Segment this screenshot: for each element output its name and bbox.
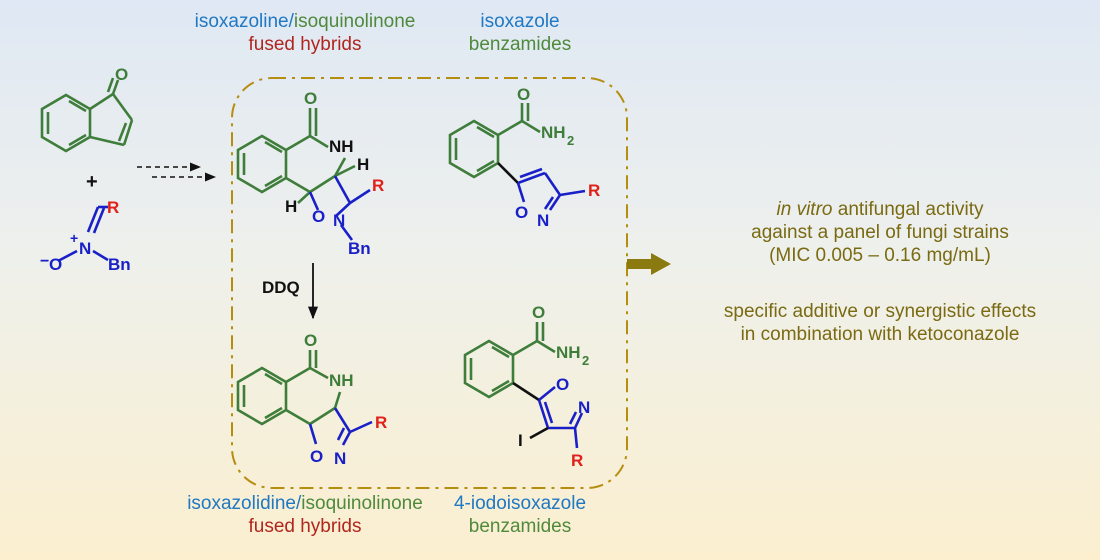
- summary-synergy: specific additive or synergistic effects…: [723, 301, 1037, 345]
- atom-r-b: R: [588, 181, 600, 200]
- nitrone-structure: [57, 205, 109, 263]
- atom-o-ring-d: O: [556, 375, 569, 394]
- atom-nplus-nitrone: +: [70, 230, 78, 246]
- atom-o-ring-b: O: [515, 203, 528, 222]
- label-bottom-left: isoxazolidine/isoquinolinone fused hybri…: [187, 493, 423, 537]
- atom-o-carbonyl-d: O: [532, 303, 545, 322]
- atom-nh-a: NH: [329, 137, 354, 156]
- compound-frame: [231, 77, 628, 489]
- atom-nh2-sub-b: 2: [567, 133, 574, 148]
- atom-i-d: I: [518, 431, 523, 450]
- atom-bn-a: Bn: [348, 239, 371, 258]
- atom-nh2-b: NH: [541, 123, 566, 142]
- atom-o-carbonyl-b: O: [517, 85, 530, 104]
- atom-nh-c: NH: [329, 371, 354, 390]
- atom-nh2-sub-d: 2: [582, 353, 589, 368]
- label-bottom-right: 4-iodoisoxazole benzamides: [453, 493, 587, 537]
- atom-o-indenone: O: [115, 65, 128, 84]
- atom-h-a2: H: [285, 197, 297, 216]
- atom-o-ring-a: O: [312, 207, 325, 226]
- atom-r-a: R: [372, 176, 384, 195]
- atom-bn-nitrone: Bn: [108, 255, 131, 274]
- reagent-ddq: DDQ: [262, 278, 300, 297]
- atom-o-carbonyl-c: O: [304, 331, 317, 350]
- atom-r-d: R: [571, 451, 583, 470]
- atom-o-carbonyl-a: O: [304, 89, 317, 108]
- atom-n-ring-c: N: [334, 449, 346, 468]
- isoxazoline-hybrid-structure: [236, 350, 373, 446]
- isoxazolidine-hybrid-structure: [236, 108, 371, 241]
- atom-n-ring-b: N: [537, 211, 549, 230]
- atom-r-c: R: [375, 413, 387, 432]
- atom-nh2-d: NH: [556, 343, 581, 362]
- result-arrow: [627, 253, 671, 275]
- label-top-left: isoxazoline/isoquinolinone fused hybrids: [194, 11, 416, 55]
- atom-n-ring-a: N: [333, 211, 345, 230]
- atom-r-nitrone: R: [107, 198, 119, 217]
- atom-o-ring-c: O: [310, 447, 323, 466]
- atom-o-nitrone: O: [49, 255, 62, 274]
- iodoisoxazole-benzamide-structure: [463, 322, 584, 449]
- atom-ominus-nitrone: −: [40, 253, 49, 270]
- atom-n-ring-d: N: [578, 398, 590, 417]
- plus-sign: +: [86, 171, 98, 193]
- indenone-structure: [40, 77, 134, 153]
- isoxazole-benzamide-structure: [448, 103, 586, 211]
- atom-n-nitrone: N: [79, 239, 91, 258]
- label-top-right: isoxazole benzamides: [468, 11, 572, 55]
- summary-activity: in vitro antifungal activity against a p…: [751, 199, 1009, 266]
- atom-h-a1: H: [357, 155, 369, 174]
